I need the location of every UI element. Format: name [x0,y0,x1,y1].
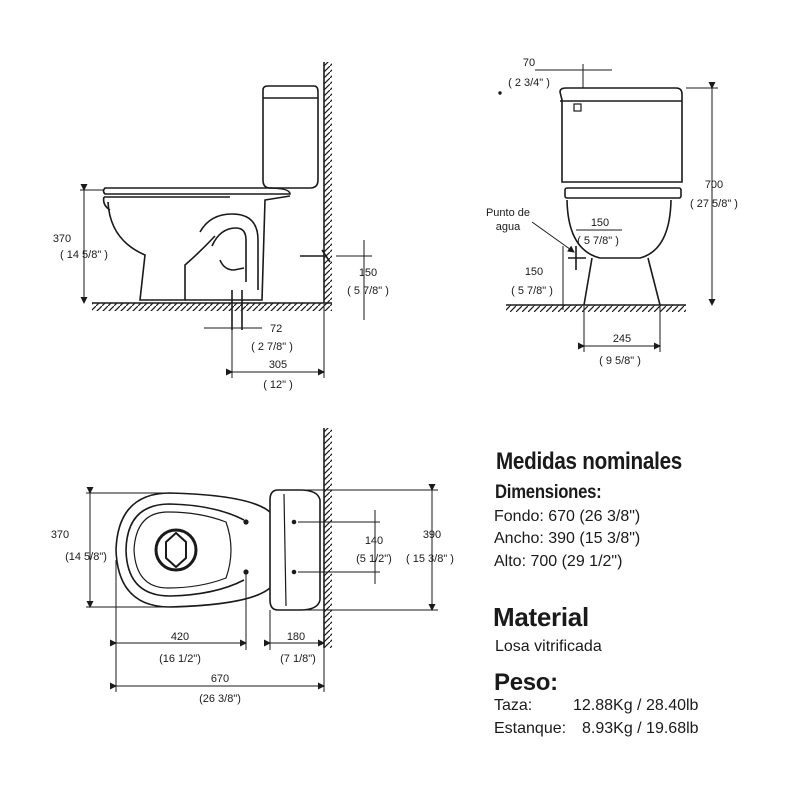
front-dim-700-imperial: ( 27 5/8" ) [690,198,738,210]
supply-point-leader [531,221,575,253]
side-wall-hatch [324,62,332,304]
side-floor-hatch [92,303,332,311]
front-supply-valve [568,246,586,270]
front-dim-245-imperial: ( 9 5/8" ) [599,355,641,367]
side-view [92,62,332,330]
front-floor-hatch [506,305,686,312]
side-tank [262,85,319,189]
side-dim-72-imperial: ( 2 7/8" ) [251,341,293,353]
front-pedestal [583,257,661,306]
height-spec: Alto: 700 (29 1/2") [494,553,623,570]
bowl-weight-label: Taza: [494,697,533,714]
side-rim [102,196,230,211]
top-view-dimensions: 370 (14 5/8") 140 (5 1/2") 390 ( 15 3/8"… [51,484,454,705]
material-value: Losa vitrificada [495,638,602,655]
supply-point-label-2: agua [496,221,521,233]
front-dim-150-lateral-metric: 150 [591,217,609,229]
front-dim-150-height-imperial: ( 5 7/8" ) [511,285,553,297]
side-dim-370-imperial: ( 14 5/8" ) [60,249,108,261]
top-bowl-bolt-2 [243,569,249,575]
top-view [115,428,332,648]
bowl-weight-value: 12.88Kg / 28.40lb [573,697,699,714]
top-bowl-outer [115,492,271,608]
top-dim-420-metric: 420 [171,631,189,643]
front-tank [559,87,683,183]
top-dim-670-metric: 670 [211,673,229,685]
side-dim-150-metric: 150 [359,267,377,279]
side-trapway [199,213,259,290]
front-view-dimensions: 70 ( 2 3/4" ) 700 ( 27 5/8" ) Punto de a… [486,57,738,367]
dimensions-heading: Dimensiones: [495,482,602,503]
side-bowl [107,201,216,301]
front-dim-70-metric: 70 [523,57,535,69]
top-dim-140-metric: 140 [365,535,383,547]
supply-point-label-1: Punto de [486,207,530,219]
front-bowl [566,199,672,259]
top-bowl-bolt-1 [243,519,249,525]
top-dim-180-imperial: (7 1/8") [280,653,316,665]
specs-title: Medidas nominales [496,448,683,475]
side-dim-72-metric: 72 [270,323,282,335]
material-heading: Material [493,602,589,632]
tank-weight-label: Estanque: [494,720,567,737]
side-seat [102,187,291,195]
depth-spec: Fondo: 670 (26 3/8") [494,508,641,525]
side-pedestal [185,195,291,301]
front-dim-245-metric: 245 [613,333,631,345]
front-dim-150-lateral-imperial: ( 5 7/8" ) [577,235,619,247]
side-dim-305-imperial: ( 12" ) [263,379,293,391]
width-spec: Ancho: 390 (15 3/8") [494,530,641,547]
top-tank [269,489,321,611]
front-dim-70-dot [498,91,502,95]
front-view [506,87,686,312]
top-drain-symbol [165,531,187,569]
side-dim-305-metric: 305 [269,359,287,371]
top-tank-bolt-2 [291,569,297,575]
side-dim-150-imperial: ( 5 7/8" ) [347,285,389,297]
top-drain [154,528,198,572]
top-dim-420-imperial: (16 1/2") [159,653,201,665]
side-dim-370-metric: 370 [53,233,71,245]
top-bowl-inner [133,511,232,589]
side-supply-valve [300,249,331,263]
top-tank-bolt-1 [291,519,297,525]
top-dim-370-imperial: (14 5/8") [65,551,107,563]
front-dim-150-height-metric: 150 [525,266,543,278]
front-seat [564,187,682,199]
top-dim-390-imperial: ( 15 3/8" ) [406,553,454,565]
top-dim-390-metric: 390 [423,529,441,541]
top-dim-670-imperial: (26 3/8") [199,693,241,705]
side-view-dimensions: 370 ( 14 5/8" ) 150 ( 5 7/8" ) 72 ( 2 7/… [53,184,389,391]
front-dim-70-imperial: ( 2 3/4" ) [508,77,550,89]
top-tank-inner [283,493,287,607]
tank-weight-value: 8.93Kg / 19.68lb [582,720,699,737]
top-dim-140-imperial: (5 1/2") [356,553,392,565]
top-bowl-rim [125,503,245,597]
top-dim-180-metric: 180 [287,631,305,643]
top-dim-370-metric: 370 [51,529,69,541]
top-wall-hatch [324,428,332,648]
front-dim-700-metric: 700 [705,179,723,191]
front-flush-lever [573,103,582,112]
weight-heading: Peso: [494,669,558,696]
